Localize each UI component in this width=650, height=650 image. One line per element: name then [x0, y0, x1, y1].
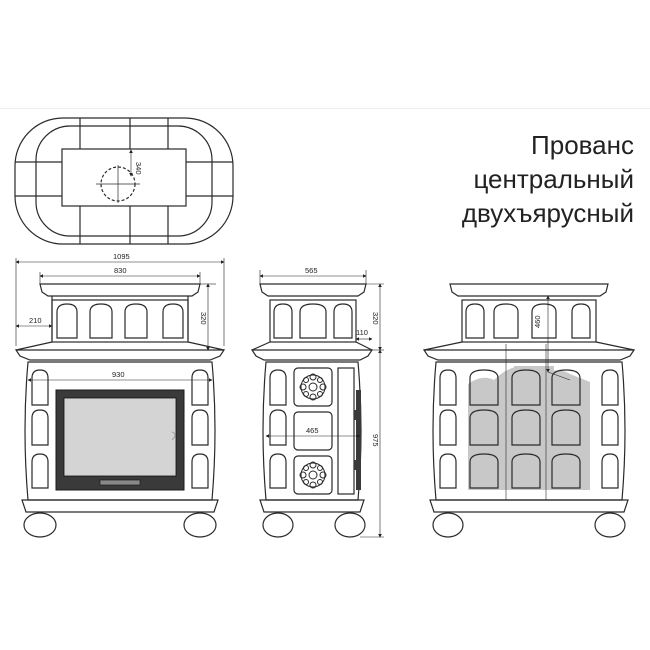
dim-plan-depth: 340: [134, 162, 143, 175]
plan-center-slab: [61, 148, 187, 207]
side-cornice: [259, 283, 367, 297]
dim-side-upper-height: 320: [371, 312, 380, 325]
title-line-2: центральный: [473, 164, 634, 194]
ash-slot: [99, 479, 141, 486]
front-cornice: [39, 283, 201, 297]
dim-side-total-height: 975: [371, 434, 380, 447]
dim-front-side-offset: 210: [29, 316, 42, 325]
header-divider: [0, 108, 650, 109]
product-title: Прованс центральный двухъярусный: [462, 128, 634, 230]
front-dimensions: [15, 258, 225, 382]
door-glass: [63, 397, 177, 477]
front-upper-tier: [51, 299, 189, 343]
section-cornice: [449, 283, 609, 297]
side-dimensions: [259, 270, 384, 538]
side-upper-tier: [269, 299, 357, 343]
front-base: [21, 499, 219, 513]
front-foot-left: [23, 512, 57, 538]
dim-side-top-width: 565: [305, 266, 318, 275]
side-door-hinge: [354, 390, 361, 490]
plan-inner-ring: [35, 125, 213, 237]
section-foot-right: [594, 512, 626, 538]
side-foot-right: [334, 512, 366, 538]
section-dimensions: [546, 295, 571, 381]
dim-front-total-width: 1095: [113, 252, 130, 261]
section-foot-left: [432, 512, 464, 538]
side-middle-cornice: [250, 349, 374, 361]
side-base: [259, 499, 365, 513]
title-line-1: Прованс: [531, 130, 634, 160]
section-view: [422, 283, 636, 538]
dim-front-door-width: 930: [112, 370, 125, 379]
plan-outline: [14, 117, 234, 245]
front-foot-right: [183, 512, 217, 538]
dim-section-height: 460: [533, 315, 542, 328]
title-line-3: двухъярусный: [461, 198, 634, 228]
front-middle-cornice: [14, 349, 226, 361]
section-shading: [468, 366, 590, 490]
side-foot-left: [262, 512, 294, 538]
section-base: [429, 499, 629, 513]
door-handle: [171, 431, 176, 441]
side-ornaments: [299, 373, 327, 489]
dim-side-body-width: 465: [306, 426, 319, 435]
section-upper-tier: [461, 299, 597, 343]
dim-front-upper-height: 320: [199, 312, 208, 325]
plan-view: [14, 117, 234, 245]
dim-side-offset: 110: [356, 328, 368, 337]
dim-front-top-width: 830: [114, 266, 127, 275]
section-middle-cornice: [422, 349, 636, 361]
front-fire-door: [55, 389, 185, 491]
